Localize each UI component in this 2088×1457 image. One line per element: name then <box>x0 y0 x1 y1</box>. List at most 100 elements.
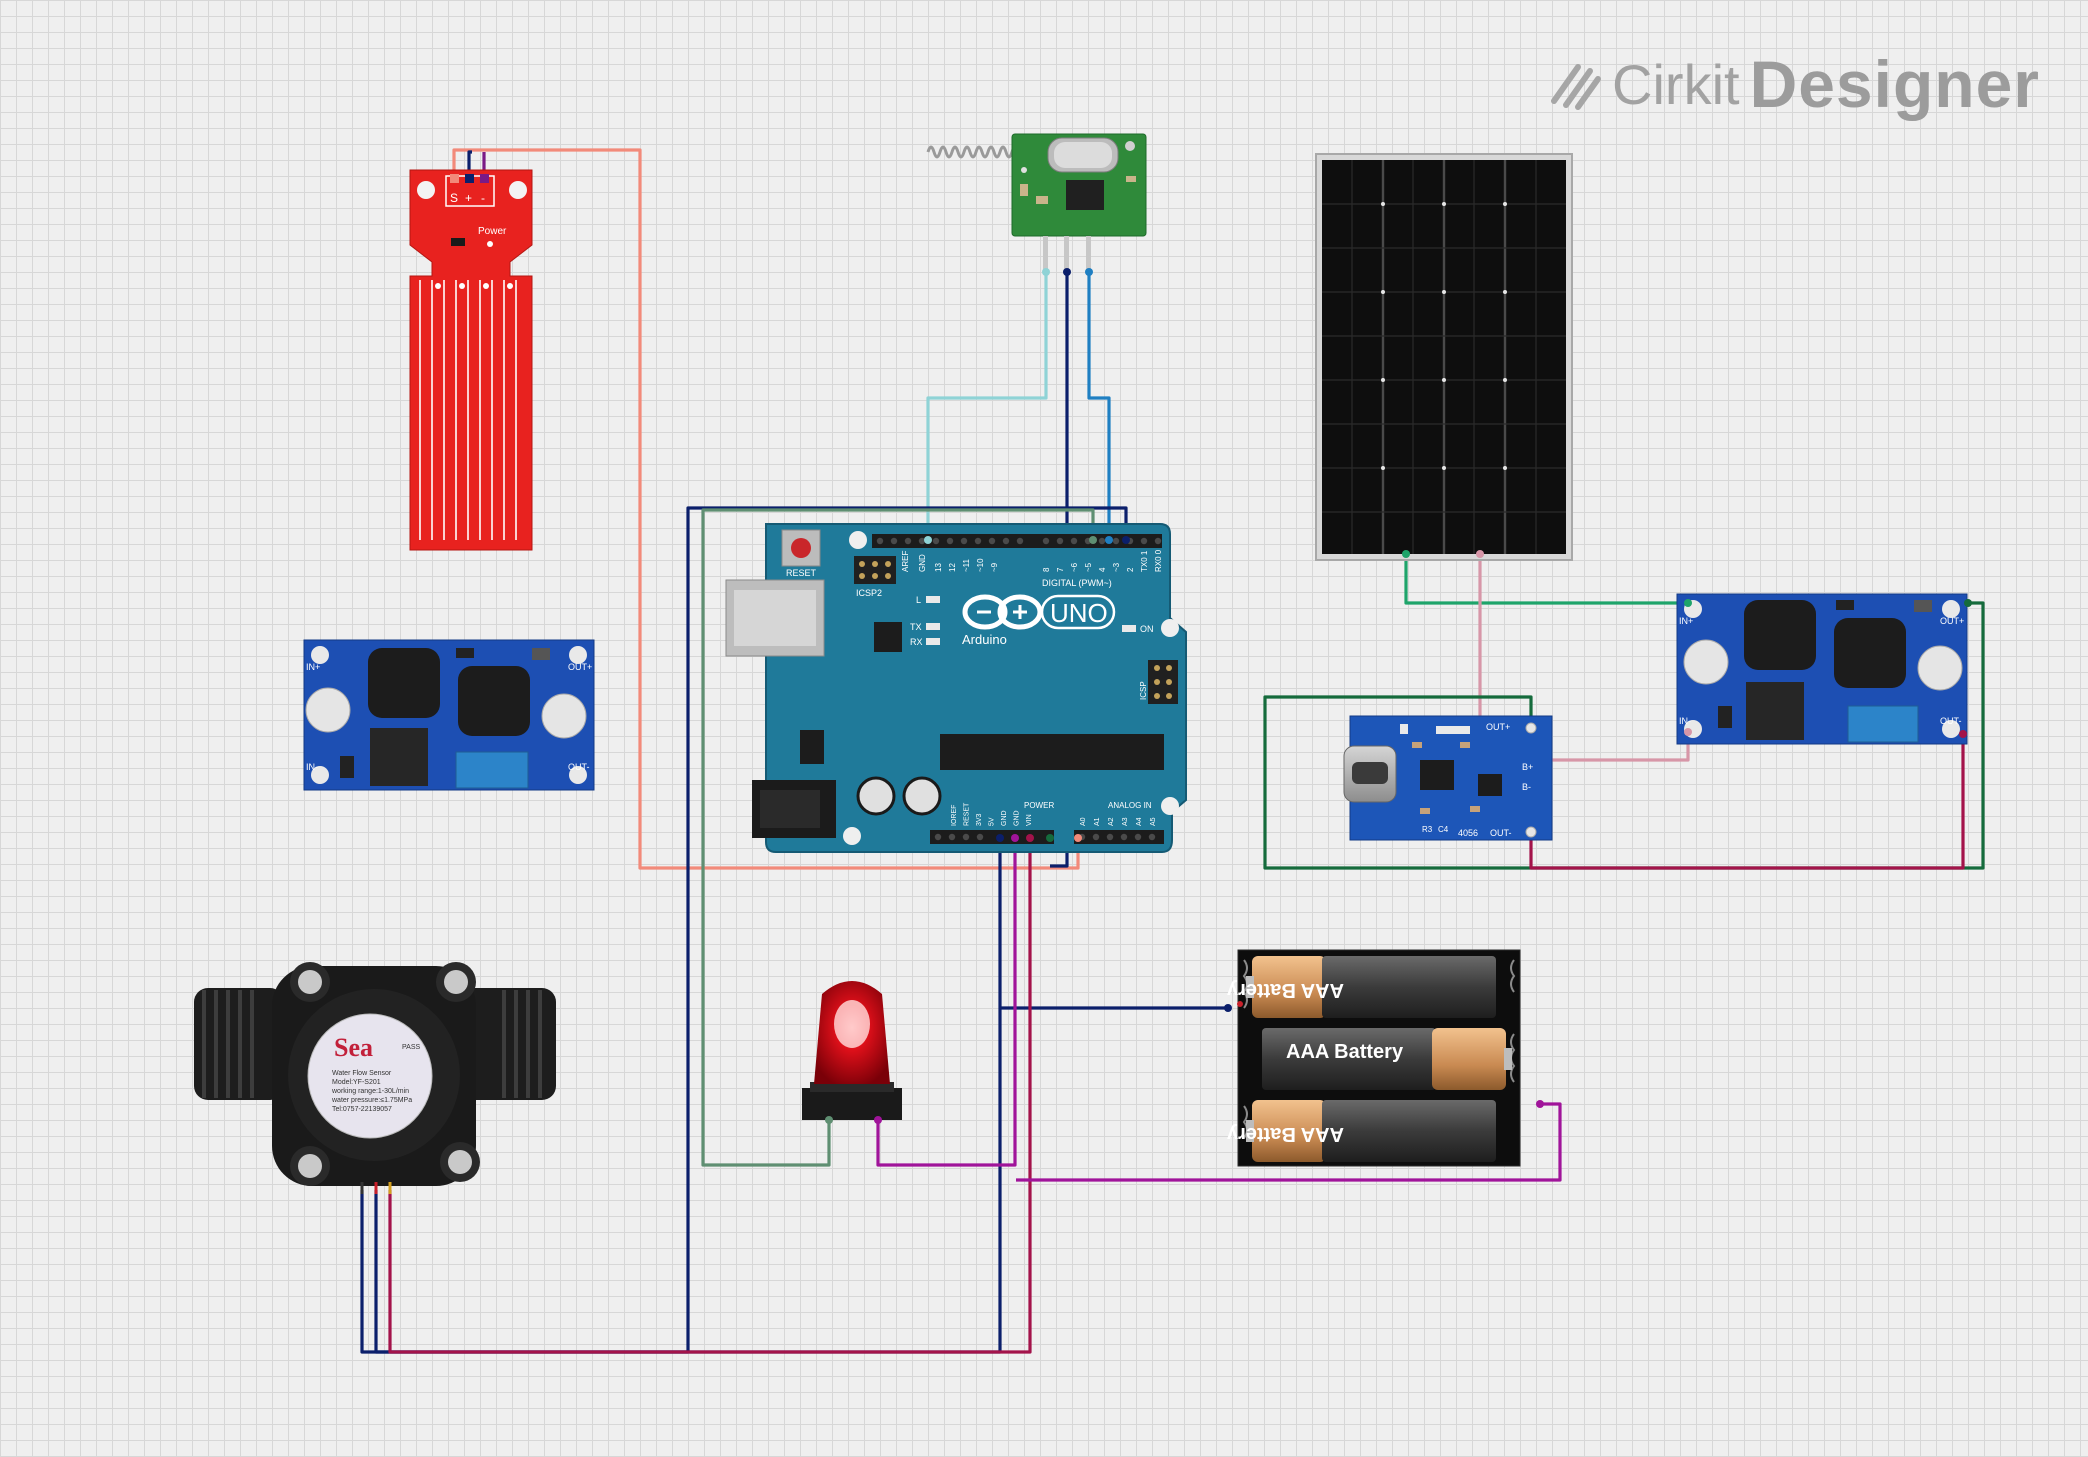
wire-beacon-signal[interactable] <box>701 508 1095 1167</box>
charger-out-plus-label: OUT+ <box>1486 722 1510 732</box>
battery-3: AAA Battery <box>1226 1100 1496 1162</box>
arduino-analog-label: ANALOG IN <box>1108 801 1152 810</box>
battery-2: AAA Battery <box>1262 1028 1512 1090</box>
water-flow-sensor[interactable]: Sea PASS Water Flow Sensor Model:YF-S201… <box>194 962 556 1194</box>
wire-rf-data[interactable] <box>926 272 1048 540</box>
arduino-digital-pin-label-b-2: ~6 <box>1070 562 1079 572</box>
arduino-analog-pin-label-1: A1 <box>1094 817 1101 826</box>
arduino-power-pin-label-2: 3V3 <box>976 813 983 826</box>
charger-chip-label: 4056 <box>1458 828 1478 838</box>
buck-left-in-minus: IN- <box>306 762 318 772</box>
arduino-power-pin-label-3: 5V <box>989 817 996 826</box>
arduino-logo: UNO Arduino <box>962 594 1116 647</box>
buck-left-in-plus: IN+ <box>306 662 320 672</box>
arduino-brand-text: Arduino <box>962 632 1007 647</box>
arduino-digital-pin-label-0: 13 <box>934 563 943 572</box>
arduino-digital-pin-label-b-7: TX0 1 <box>1140 550 1149 572</box>
flow-sensor-logo: Sea <box>334 1033 373 1062</box>
buck-right-out-minus: OUT- <box>1940 716 1962 726</box>
buck-converter-right[interactable]: IN+ OUT+ IN- OUT- <box>1676 593 1972 745</box>
flow-text-line-1: Model:YF-S201 <box>332 1079 381 1086</box>
charger-b-minus-label: B- <box>1522 782 1531 792</box>
wire-flow-signal[interactable] <box>360 506 1128 1354</box>
arduino-power-pin-label-6: VIN <box>1026 814 1033 826</box>
buck-left-out-plus: OUT+ <box>568 662 592 672</box>
buck-converter-left[interactable]: IN+ OUT+ IN- OUT- <box>303 639 595 791</box>
flow-text-line-4: Tel:0757-22139057 <box>332 1106 392 1113</box>
warning-beacon[interactable] <box>802 981 902 1124</box>
battery-3-label: AAA Battery <box>1226 1123 1344 1145</box>
battery-pack-3xaaa[interactable]: AAA Battery AAA Battery AAA Battery <box>1224 949 1544 1167</box>
cirkit-designer-logo: Cirkit Designer <box>1548 46 2040 122</box>
water-pin-s: S <box>450 191 458 205</box>
arduino-power-pin-label-0: IOREF <box>951 805 958 826</box>
arduino-digital-pin-label-4: ~9 <box>990 562 999 572</box>
solar-panel[interactable] <box>1315 153 1573 561</box>
arduino-digital-pin-label-b-1: 7 <box>1056 567 1065 572</box>
arduino-icsp-label: ICSP <box>1139 681 1148 700</box>
arduino-digital-pin-label-3: ~10 <box>976 558 985 572</box>
arduino-icsp2-label: ICSP2 <box>856 588 882 598</box>
arduino-on-label: ON <box>1140 624 1154 634</box>
water-level-sensor[interactable]: S + - Power <box>409 169 533 551</box>
buck-right-in-plus: IN+ <box>1679 616 1693 626</box>
flow-text-line-3: water pressure:≤1.75MPa <box>331 1097 412 1104</box>
arduino-analog-pin-label-0: A0 <box>1080 817 1087 826</box>
arduino-digital-pin-label-b-3: ~5 <box>1084 562 1093 572</box>
arduino-digital-label: DIGITAL (PWM~) <box>1042 578 1112 588</box>
buck-right-in-minus: IN- <box>1679 716 1691 726</box>
arduino-analog-pin-label-3: A3 <box>1122 817 1129 826</box>
arduino-digital-pin-label-b-5: ~3 <box>1112 562 1121 572</box>
arduino-gnd-label: GND <box>918 554 927 572</box>
charger-c4-label: C4 <box>1438 825 1449 834</box>
arduino-power-pin-label-4: GND <box>1001 810 1008 826</box>
wires <box>360 148 1985 1354</box>
flow-text-line-2: working range:1-30L/min <box>331 1088 409 1095</box>
battery-1: AAA Battery <box>1226 956 1496 1018</box>
brand-name-part1: Cirkit <box>1612 52 1740 116</box>
arduino-analog-pin-label-5: A5 <box>1150 817 1157 826</box>
wire-rf-vcc[interactable] <box>1050 272 1069 868</box>
arduino-digital-pin-label-1: 12 <box>948 563 957 572</box>
arduino-digital-pin-label-2: ~11 <box>962 558 971 572</box>
charger-b-plus-label: B+ <box>1522 762 1533 772</box>
arduino-digital-pin-label-b-0: 8 <box>1042 567 1051 572</box>
logo-icon <box>1551 64 1602 110</box>
wire-solar-negative[interactable] <box>1478 552 1690 762</box>
water-power-label: Power <box>478 226 507 237</box>
battery-1-label: AAA Battery <box>1226 979 1344 1001</box>
wire-charger-out-plus[interactable] <box>1263 601 1985 870</box>
arduino-tx-label: TX <box>910 622 922 632</box>
flow-sensor-pass: PASS <box>402 1044 420 1051</box>
wire-solar-positive[interactable] <box>1404 552 1688 605</box>
wire-gnd-battery[interactable] <box>1016 1102 1562 1182</box>
wire-gnd-beacon[interactable] <box>876 838 1017 1167</box>
arduino-reset-label: RESET <box>786 568 817 578</box>
arduino-digital-pin-label-b-8: RX0 0 <box>1154 549 1163 572</box>
water-pin-minus: - <box>481 191 485 205</box>
battery-2-label: AAA Battery <box>1286 1041 1404 1063</box>
arduino-led-l-label: L <box>916 595 921 605</box>
arduino-digital-pin-label-b-4: 4 <box>1098 567 1107 572</box>
arduino-power-pin-label-1: RESET <box>964 802 971 826</box>
rf-transmitter[interactable] <box>926 133 1147 276</box>
buck-right-out-plus: OUT+ <box>1940 616 1964 626</box>
buck-left-out-minus: OUT- <box>568 762 590 772</box>
arduino-uno-text: UNO <box>1050 598 1108 628</box>
arduino-analog-pin-label-2: A2 <box>1108 817 1115 826</box>
arduino-analog-pin-label-4: A4 <box>1136 817 1143 826</box>
wire-rf-gnd[interactable] <box>1087 272 1111 540</box>
wire-gnd-flow[interactable] <box>388 838 1032 1354</box>
arduino-rx-label: RX <box>910 637 923 647</box>
wire-water-signal[interactable] <box>452 148 1080 870</box>
arduino-aref-label: AREF <box>901 551 910 572</box>
arduino-digital-pin-label-b-6: 2 <box>1126 567 1135 572</box>
charger-r3-label: R3 <box>1422 825 1433 834</box>
brand-name-part2: Designer <box>1749 47 2040 121</box>
charger-module-tp4056[interactable]: OUT+ OUT- B+ B- 4056 R3 C4 <box>1343 715 1553 841</box>
water-pin-plus: + <box>465 191 472 205</box>
charger-out-minus-label: OUT- <box>1490 828 1512 838</box>
wire-charger-out-minus[interactable] <box>1529 734 1965 870</box>
